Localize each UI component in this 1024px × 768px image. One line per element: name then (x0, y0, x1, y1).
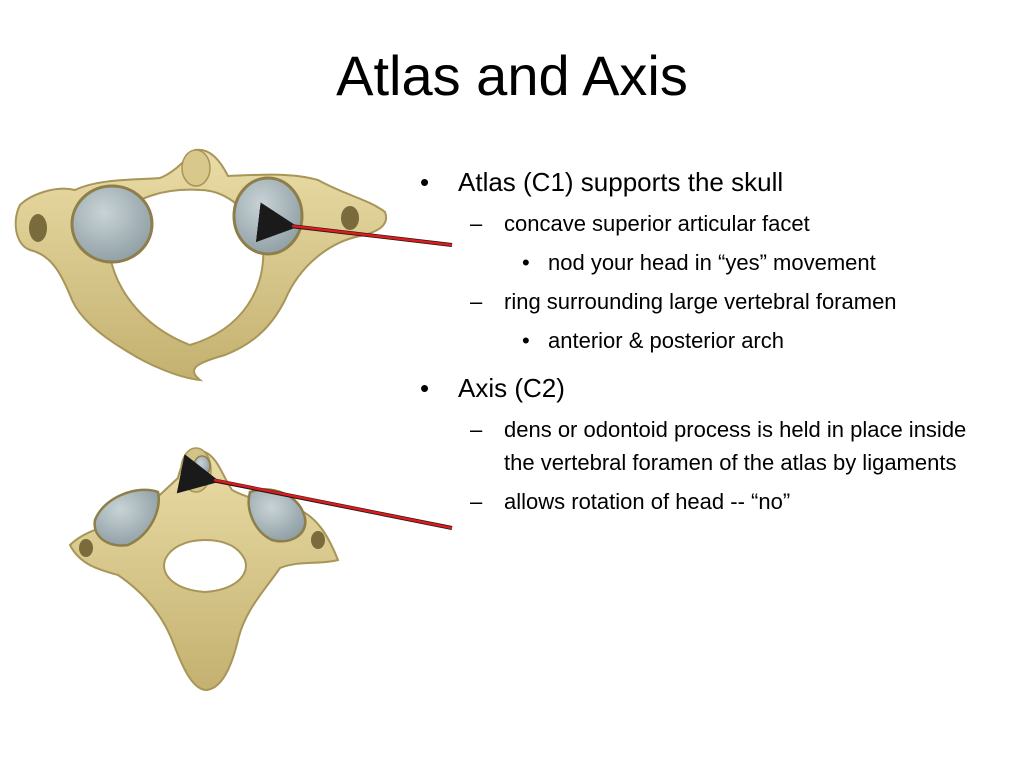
axis-dens-tip (193, 455, 211, 477)
bullet-atlas-sub2-text: ring surrounding large vertebral foramen (504, 289, 897, 314)
axis-dens-pointer-arrow-red (213, 478, 453, 530)
bullet-marker: • (522, 250, 530, 275)
dash-marker: – (470, 417, 483, 442)
bullet-axis-sub1: – dens or odontoid process is held in pl… (410, 413, 984, 479)
bullet-axis-sub2-text: allows rotation of head -- “no” (504, 489, 791, 514)
axis-left-articular-facet (93, 488, 160, 547)
atlas-left-articular-facet (70, 184, 154, 264)
bullet-axis-sub2: – allows rotation of head -- “no” (410, 485, 1010, 518)
bullet-marker: • (420, 167, 430, 197)
atlas-facet-pointer-arrow-red (291, 224, 453, 247)
bullet-atlas: • Atlas (C1) supports the skull (410, 165, 1010, 199)
atlas-c1-illustration (14, 148, 388, 382)
bullet-marker: • (420, 373, 430, 403)
dash-marker: – (470, 289, 483, 314)
bullet-atlas-sub2: – ring surrounding large vertebral foram… (410, 285, 1010, 318)
bullet-list: • Atlas (C1) supports the skull – concav… (410, 165, 1010, 524)
bullet-axis-sub1-text: dens or odontoid process is held in plac… (504, 417, 967, 475)
bullet-atlas-sub2-detail-text: anterior & posterior arch (548, 328, 784, 353)
atlas-right-articular-facet (232, 176, 304, 256)
dash-marker: – (470, 211, 483, 236)
bullet-atlas-sub1-text: concave superior articular facet (504, 211, 810, 236)
bullet-atlas-sub1-detail-text: nod your head in “yes” movement (548, 250, 876, 275)
bullet-axis-text: Axis (C2) (458, 373, 565, 403)
bullet-atlas-text: Atlas (C1) supports the skull (458, 167, 784, 197)
bullet-atlas-sub2-detail: • anterior & posterior arch (410, 324, 1010, 357)
bullet-axis: • Axis (C2) (410, 371, 1010, 405)
bullet-atlas-sub1: – concave superior articular facet (410, 207, 1010, 240)
bullet-atlas-sub1-detail: • nod your head in “yes” movement (410, 246, 1010, 279)
slide-title: Atlas and Axis (336, 44, 688, 107)
bullet-marker: • (522, 328, 530, 353)
dash-marker: – (470, 489, 483, 514)
axis-c2-illustration (68, 447, 340, 692)
